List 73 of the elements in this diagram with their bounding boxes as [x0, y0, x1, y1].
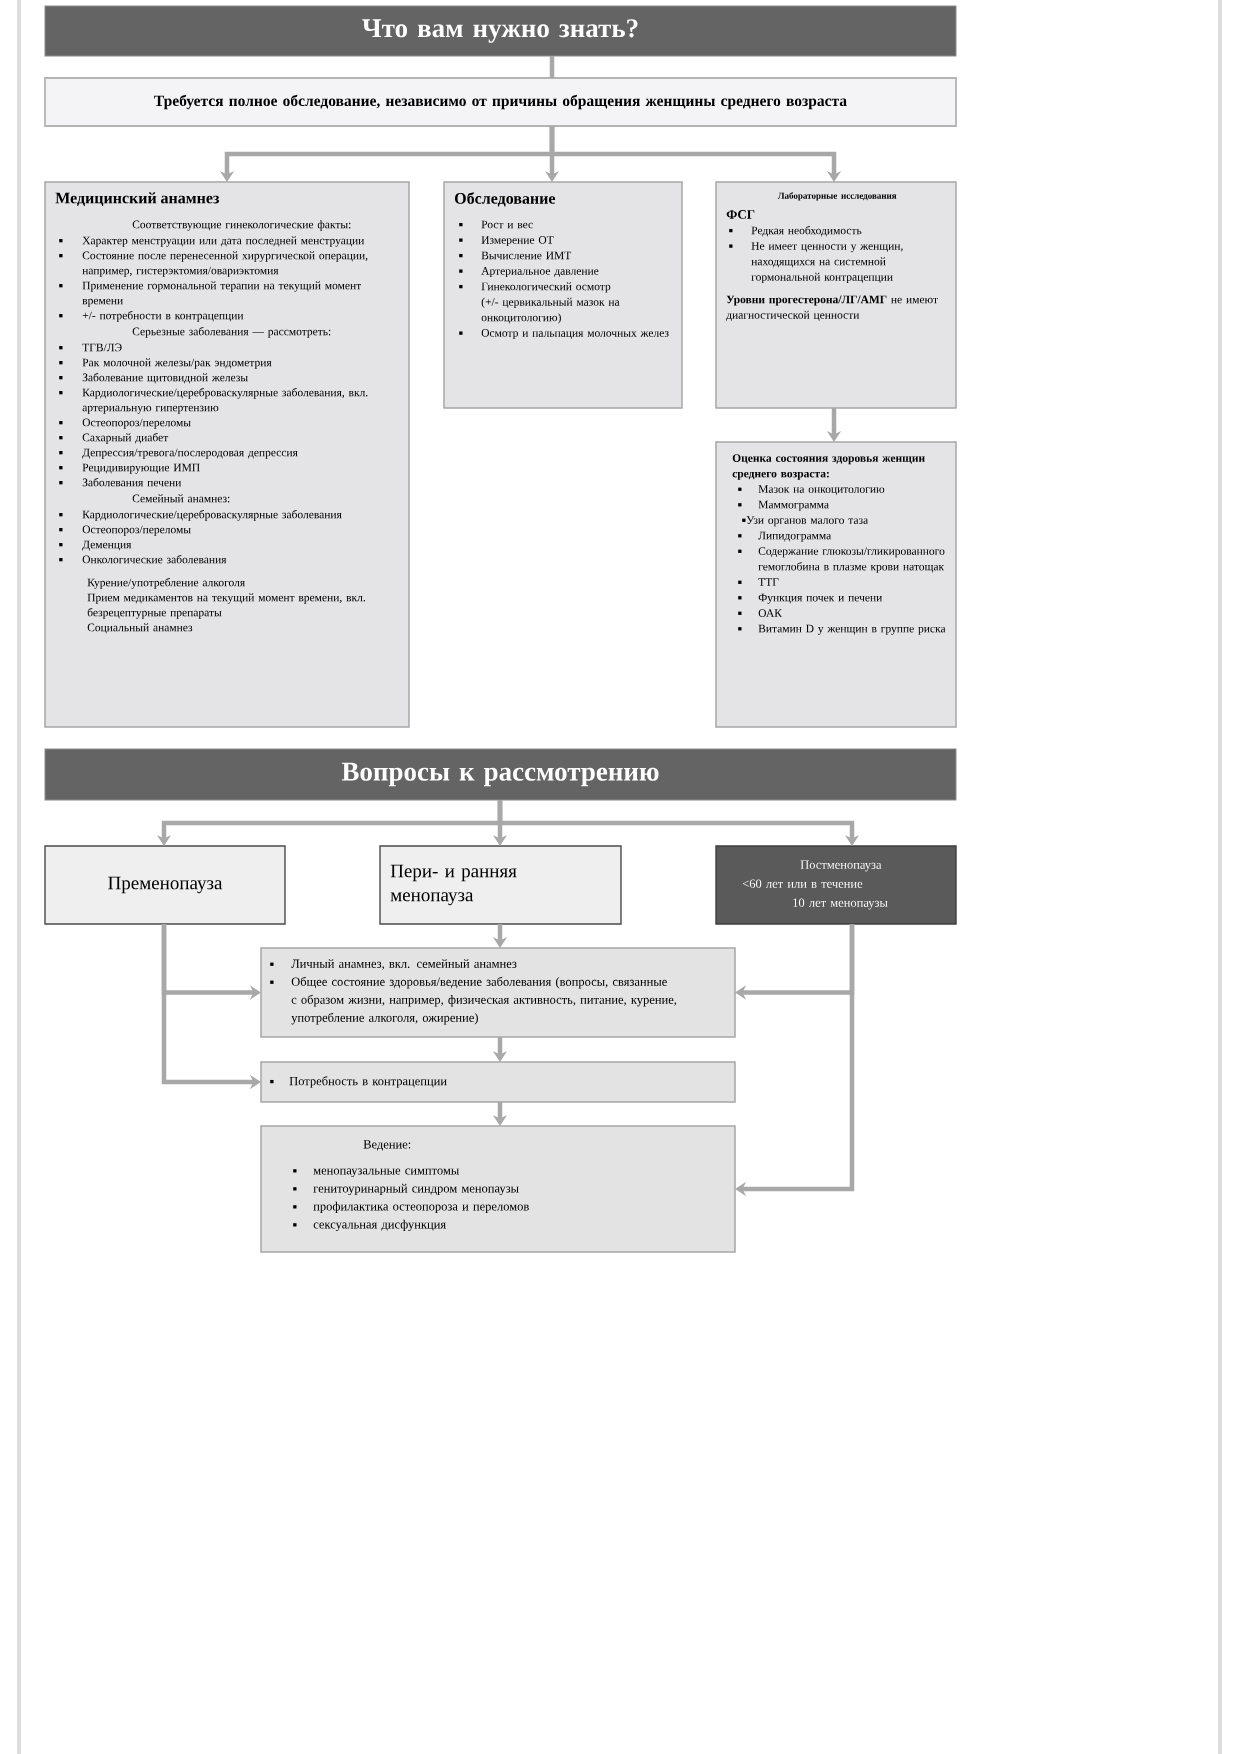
list-item: Сахарный диабет — [82, 433, 169, 444]
note-text: Уровни прогестерона/ЛГ/АМГ не имеют диагностической ценности — [726, 295, 938, 321]
list-item: сексуальная дисфункция — [313, 1219, 446, 1232]
info-box — [715, 181, 957, 409]
section-heading: Соответствующие гинекологические факты: — [132, 220, 351, 231]
list-item: профилактика остеопороза и переломов — [313, 1201, 529, 1214]
list-item: Не имеет ценности у женщин, находящихся на системной гормональной контрацепции — [751, 242, 903, 284]
list-item: Гинекологический осмотр (+/- цервикальный мазок на онкоцитологию) — [481, 282, 620, 324]
list-item: Применение гормональной терапии на текущий момент времени — [82, 281, 362, 307]
list-item: Депрессия/тревога/послеродовая депрессия — [82, 448, 298, 459]
list-item: генитоуринарный синдром менопаузы — [313, 1183, 519, 1196]
list-item: Общее состояние здоровья/ведение заболевания (вопросы, связанные с образом жизни, например, физическая активность, питание, курение, употребление алкоголя, ожирение) — [291, 976, 677, 1025]
list-item: Маммограмма — [758, 500, 829, 511]
list-item: Деменция — [82, 540, 132, 551]
note-text: <60 лет или в течение 10 лет менопаузы — [742, 879, 888, 910]
list-item: Заболевание щитовидной железы — [82, 373, 248, 384]
list-item: ТТГ — [758, 578, 779, 586]
info-box — [715, 441, 957, 728]
note-text: Прием медикаментов на текущий момент времени, вкл. безрецептурные препараты — [87, 593, 365, 619]
section-heading: Семейный анамнез: — [132, 494, 230, 503]
list-item: Содержание глюкозы/гликированного гемоглобина в плазме крови натощак — [758, 547, 945, 573]
list-item: Мазок на онкоцитологию — [758, 485, 885, 496]
list-item: Онкологические заболевания — [82, 555, 227, 564]
info-box — [260, 947, 736, 1038]
list-item: Редкая необходимость — [751, 225, 862, 237]
title-banner: Вопросы к рассмотрению — [44, 748, 957, 801]
box-heading: Лабораторные исследования — [777, 192, 897, 201]
list-item: Состояние после перенесенной хирургической операции, например, гистерэктомия/овариэктомия — [82, 251, 368, 277]
text-box: Требуется полное обследование, независимо от причины обращения женщины среднего возраста — [44, 77, 957, 127]
info-box — [260, 1125, 736, 1253]
arrow — [735, 924, 855, 1197]
list-item: Характер менструации или дата последней менструации — [82, 236, 365, 247]
list-item: Витамин D у женщин в группе риска — [758, 624, 946, 635]
box-heading: Ведение: — [363, 1140, 411, 1151]
list-item: ТГВ/ЛЭ — [82, 343, 122, 352]
arrow — [549, 126, 842, 182]
list-item: Личный анамнез, вкл. семейный анамнез — [291, 959, 517, 970]
list-item: Рост и вес — [481, 220, 533, 229]
stage-box — [715, 845, 957, 925]
list-item: Узи органов малого таза — [746, 516, 868, 527]
info-box — [443, 181, 683, 409]
info-box — [260, 1061, 736, 1103]
list-item: Липидограмма — [758, 531, 832, 542]
list-item: Измерение ОТ — [481, 236, 554, 247]
list-item: Артериальное давление — [481, 267, 599, 278]
list-item: Остеопороз/переломы — [82, 525, 191, 536]
box-heading: Медицинский анамнез — [55, 192, 219, 206]
list-item: менопаузальные симптомы — [313, 1168, 459, 1178]
list-item: Рак молочной железы/рак эндометрия — [82, 358, 272, 369]
arrow — [497, 800, 860, 846]
box-heading: Постменопауза — [800, 860, 882, 872]
list-item: +/- потребности в контрацепции — [82, 311, 244, 322]
list-item: ОАК — [758, 609, 782, 617]
list-item: Функция почек и печени — [758, 593, 882, 604]
box-heading: Обследование — [455, 192, 556, 207]
title-banner: Что вам нужно знать? — [44, 5, 957, 57]
stage-box: Пери- и ранняя менопауза — [379, 845, 622, 925]
list-item: Вычисление ИМТ — [481, 251, 572, 260]
list-item: Рецидивирующие ИМП — [82, 463, 200, 474]
info-box — [44, 181, 410, 728]
connector-line — [549, 56, 555, 78]
list-item: Остеопороз/переломы — [82, 418, 191, 429]
list-item: Осмотр и пальпация молочных желез — [481, 329, 669, 340]
section-heading: Серьезные заболевания — рассмотреть: — [132, 327, 331, 338]
box-heading: ФСГ — [726, 210, 755, 219]
list-item: Заболевания печени — [82, 478, 182, 487]
list-item: Кардиологические/цереброваскулярные заболевания, вкл. артериальную гипертензию — [82, 388, 368, 414]
note-text: Курение/употребление алкоголя — [87, 578, 245, 589]
list-item: Потребность в контрацепции — [289, 1076, 447, 1088]
box-heading: Оценка состояния здоровья женщин среднего возраста: — [732, 454, 925, 480]
note-text: Социальный анамнез — [87, 623, 193, 634]
list-item: Кардиологические/цереброваскулярные заболевания — [82, 510, 342, 521]
stage-box: Пременопауза — [44, 845, 286, 925]
